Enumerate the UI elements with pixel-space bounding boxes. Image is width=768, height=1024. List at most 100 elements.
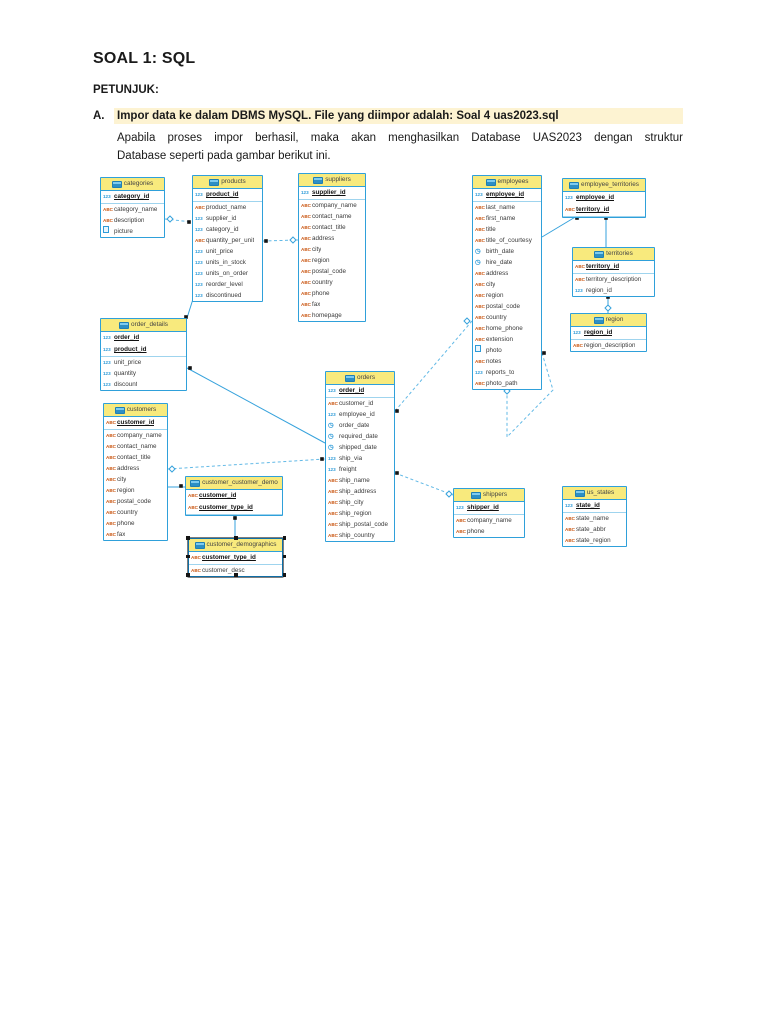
table-header-categories: categories (101, 178, 164, 191)
text-type-icon: ABC (188, 493, 198, 498)
numeric-type-icon: 123 (565, 195, 573, 200)
text-type-icon: ABC (301, 247, 311, 252)
column-name: category_id (114, 193, 150, 200)
table-name: categories (123, 180, 154, 187)
text-type-icon: ABC (106, 532, 116, 537)
table-name: orders (356, 374, 376, 381)
table-name: customers (126, 406, 157, 413)
text-type-icon: ABC (475, 271, 485, 276)
endpoint-square-marker (233, 516, 237, 520)
table-name: region (605, 316, 624, 323)
column-name: discontinued (206, 292, 242, 299)
numeric-type-icon: 123 (103, 382, 111, 387)
numeric-type-icon: 123 (573, 330, 581, 335)
table-name: employees (497, 178, 529, 185)
numeric-type-icon: 123 (475, 192, 483, 197)
column-name: contact_name (117, 443, 157, 450)
column-name: employee_id (486, 191, 525, 198)
text-type-icon: ABC (195, 238, 205, 243)
column-name: region_id (584, 329, 613, 336)
numeric-type-icon: 123 (565, 503, 573, 508)
text-type-icon: ABC (573, 343, 583, 348)
endpoint-square-marker (320, 457, 324, 461)
column-name: ship_postal_code (339, 521, 389, 528)
table-name: customer_demographics (206, 541, 277, 548)
column-name: address (117, 465, 140, 472)
numeric-type-icon: 123 (103, 335, 111, 340)
relationship-categories-products (164, 218, 193, 223)
column-name: home_phone (486, 325, 523, 332)
blob-type-icon (475, 345, 486, 356)
endpoint-square-marker (395, 409, 399, 413)
text-type-icon: ABC (106, 488, 116, 493)
column-name: region_description (584, 342, 636, 349)
table-header-customer_customer_demo: customer_customer_demo (186, 477, 282, 490)
table-icon (344, 374, 355, 382)
column-name: company_name (467, 517, 512, 524)
table-header-shippers: shippers (454, 489, 524, 502)
column-name: region (486, 292, 504, 299)
text-type-icon: ABC (475, 205, 485, 210)
endpoint-diamond-marker (463, 317, 471, 325)
table-header-employee_territories: employee_territories (563, 179, 645, 192)
text-type-icon: ABC (565, 516, 575, 521)
numeric-type-icon: 123 (328, 456, 336, 461)
selection-handle (282, 573, 286, 577)
column-name: country (486, 314, 507, 321)
column-name: units_in_stock (206, 259, 246, 266)
table-icon (470, 491, 481, 499)
column-name: description (114, 217, 145, 224)
table-name: suppliers (325, 176, 351, 183)
column-name: company_name (117, 432, 162, 439)
table-name: order_details (131, 321, 168, 328)
text-type-icon: ABC (565, 527, 575, 532)
table-header-customers: customers (104, 404, 167, 417)
endpoint-diamond-marker (168, 465, 176, 473)
column-name: category_name (114, 206, 158, 213)
text-type-icon: ABC (106, 510, 116, 515)
text-type-icon: ABC (475, 238, 485, 243)
column-name: order_date (339, 422, 370, 429)
text-type-icon: ABC (301, 269, 311, 274)
numeric-type-icon: 123 (575, 288, 583, 293)
text-type-icon: ABC (106, 466, 116, 471)
column-name: hire_date (486, 259, 513, 266)
text-type-icon: ABC (301, 258, 311, 263)
text-type-icon: ABC (103, 207, 113, 212)
text-type-icon: ABC (106, 433, 116, 438)
column-name: product_id (206, 191, 239, 198)
selection-handle (186, 536, 190, 540)
column-birth_date: ◷birth_date (473, 246, 541, 257)
endpoint-square-marker (542, 351, 546, 355)
column-name: state_id (576, 502, 600, 509)
